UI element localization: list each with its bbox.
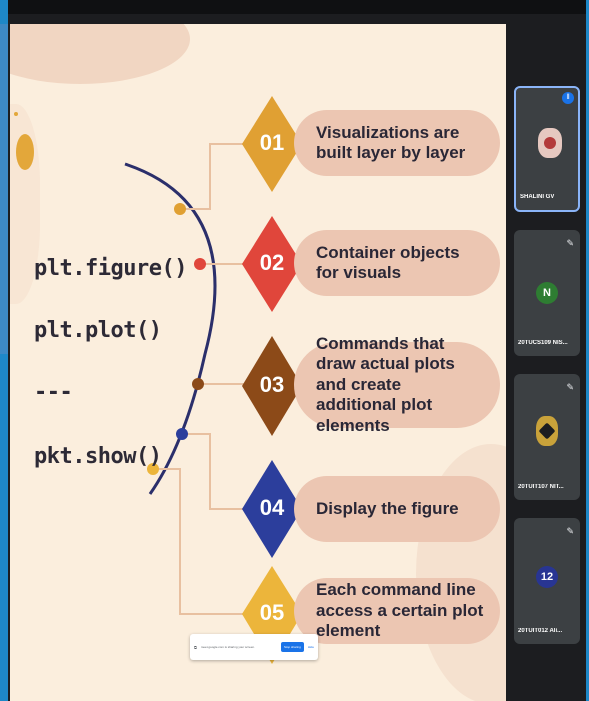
code-line-figure: plt.figure() [34, 256, 187, 281]
avatar: N [536, 282, 558, 304]
decor-dot [14, 112, 18, 116]
timeline-dot [147, 463, 159, 475]
mic-off-icon: ✎ [566, 238, 574, 248]
step-text: Container objects for visuals [316, 242, 460, 282]
step-text: Visualizations are built layer by layer [316, 122, 466, 162]
step-diamond-04 [242, 460, 302, 558]
hide-button[interactable]: Hide [307, 645, 314, 649]
step-number: 03 [259, 372, 285, 397]
timeline-arc [124, 162, 217, 495]
step-number: 02 [259, 250, 285, 275]
step-pill-04: Display the figure [294, 476, 500, 542]
step-number: 01 [259, 130, 285, 155]
code-line-separator: --- [34, 380, 73, 405]
code-line-plot: plt.plot() [34, 318, 162, 343]
decor-dot [16, 134, 34, 170]
timeline-dot [194, 258, 206, 270]
step-diamond-03 [242, 336, 302, 436]
participant-name: 20TUCS109 NIS... [518, 340, 568, 346]
step-pill-03: Commands that draw actual plots and crea… [294, 334, 500, 435]
step-diamond-05 [242, 566, 302, 664]
avatar [538, 128, 562, 158]
mic-off-icon: ✎ [566, 382, 574, 392]
participant-name: 20TUIT012 Ali... [518, 628, 563, 634]
avatar: 12 [536, 566, 558, 588]
step-pill-05: Each command line access a certain plot … [294, 578, 500, 644]
step-pill-02: Container objects for visuals [294, 230, 500, 296]
code-line-show: pkt.show() [34, 444, 162, 469]
participant-name: 20TUIT107 NIT... [518, 484, 564, 490]
stop-sharing-button[interactable]: Stop sharing [280, 642, 304, 652]
step-text: Each command line access a certain plot … [316, 580, 484, 641]
screen-share-bar: ⧉ meet.google.com is sharing your screen… [190, 634, 318, 660]
mic-off-icon: ✎ [566, 526, 574, 536]
timeline-dot [174, 203, 186, 215]
meeting-topbar [8, 0, 586, 14]
step-diamond-01 [242, 96, 302, 192]
share-icon: ⧉ [194, 644, 197, 650]
speaking-indicator-icon: ⦀ [562, 92, 574, 104]
participant-tile[interactable]: ✎ N 20TUCS109 NIS... [514, 230, 580, 356]
step-number: 04 [259, 495, 285, 520]
step-diamond-02 [242, 216, 302, 312]
timeline-dot [192, 378, 204, 390]
participant-tile[interactable]: ⦀ SHALINI GV [514, 86, 580, 212]
step-text: Commands that draw actual plots and crea… [316, 334, 455, 435]
participant-name: SHALINI GV [520, 194, 555, 200]
timeline-diagram [124, 96, 302, 664]
avatar [536, 416, 558, 446]
participant-tile[interactable]: ✎ 20TUIT107 NIT... [514, 374, 580, 500]
share-message: meet.google.com is sharing your screen. [200, 645, 255, 649]
left-window-edge [0, 24, 10, 354]
step-pill-01: Visualizations are built layer by layer [294, 110, 500, 176]
participant-tile[interactable]: ✎ 12 20TUIT012 Ali... [514, 518, 580, 644]
step-text: Display the figure [316, 498, 459, 518]
presentation-slide: plt.figure() plt.plot() --- pkt.show() 0… [10, 24, 506, 701]
timeline-dot [176, 428, 188, 440]
step-number: 05 [259, 600, 285, 625]
